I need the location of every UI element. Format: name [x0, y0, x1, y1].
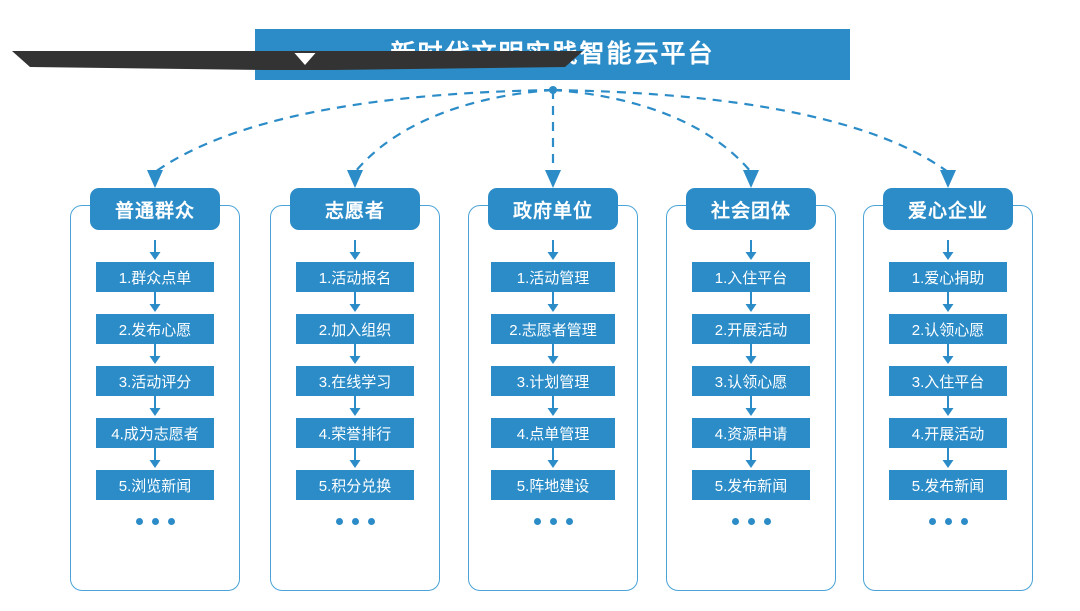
arrow-down-icon-4 — [743, 170, 759, 188]
list-item[interactable]: 1.爱心捐助 — [889, 262, 1007, 292]
arrow-down-icon — [349, 448, 361, 468]
connector-to-column-5 — [552, 88, 949, 173]
arrow-down-icon — [149, 240, 161, 260]
more-items-ellipsis[interactable] — [135, 518, 175, 525]
arrow-down-icon — [745, 240, 757, 260]
arrow-down-icon — [149, 344, 161, 364]
arrow-down-icon — [745, 396, 757, 416]
arrow-down-icon — [149, 292, 161, 312]
dot-icon — [367, 518, 375, 525]
list-item[interactable]: 2.开展活动 — [692, 314, 810, 344]
list-item[interactable]: 5.阵地建设 — [491, 470, 615, 500]
dot-icon — [351, 518, 359, 525]
arrow-down-icon — [942, 396, 954, 416]
dot-icon — [944, 518, 952, 525]
arrow-down-icon — [349, 396, 361, 416]
role-column-social-group[interactable]: 社会团体 1.入住平台 2.开展活动 3.认领心愿 4.资源申请 5.发布新闻 — [666, 188, 836, 591]
column-header-social-group[interactable]: 社会团体 — [686, 188, 816, 230]
arrow-down-icon — [349, 344, 361, 364]
connector-origin-dot — [549, 86, 557, 94]
dot-icon — [151, 518, 159, 525]
list-item[interactable]: 4.资源申请 — [692, 418, 810, 448]
list-item[interactable]: 2.加入组织 — [296, 314, 414, 344]
dot-icon — [928, 518, 936, 525]
arrow-down-icon-5 — [940, 170, 956, 188]
list-item[interactable]: 1.活动管理 — [491, 262, 615, 292]
dot-icon — [167, 518, 175, 525]
role-column-ordinary-public[interactable]: 普通群众 1.群众点单 2.发布心愿 3.活动评分 4.成为志愿者 5.浏览新闻 — [70, 188, 240, 591]
connector-to-column-2 — [354, 88, 554, 173]
arrow-down-icon — [745, 292, 757, 312]
column-body: 1.活动管理 2.志愿者管理 3.计划管理 4.点单管理 5.阵地建设 — [469, 240, 637, 525]
more-items-ellipsis[interactable] — [928, 518, 968, 525]
connector-to-column-1 — [154, 88, 554, 173]
arrow-down-icon — [349, 240, 361, 260]
dot-icon — [731, 518, 739, 525]
more-items-ellipsis[interactable] — [533, 518, 573, 525]
arrow-down-icon-1 — [147, 170, 163, 188]
arrow-down-icon — [149, 448, 161, 468]
arrow-down-icon — [547, 344, 559, 364]
dot-icon — [549, 518, 557, 525]
list-item[interactable]: 4.点单管理 — [491, 418, 615, 448]
list-item[interactable]: 1.入住平台 — [692, 262, 810, 292]
column-header-caring-enterprise[interactable]: 爱心企业 — [883, 188, 1013, 230]
list-item[interactable]: 3.认领心愿 — [692, 366, 810, 396]
arrow-down-icon — [547, 448, 559, 468]
arrow-down-icon — [547, 292, 559, 312]
chevron-down-icon — [294, 53, 316, 65]
list-item[interactable]: 5.发布新闻 — [692, 470, 810, 500]
list-item[interactable]: 5.发布新闻 — [889, 470, 1007, 500]
list-item[interactable]: 4.开展活动 — [889, 418, 1007, 448]
column-body: 1.群众点单 2.发布心愿 3.活动评分 4.成为志愿者 5.浏览新闻 — [71, 240, 239, 525]
arrow-down-icon — [547, 396, 559, 416]
list-item[interactable]: 2.志愿者管理 — [491, 314, 615, 344]
column-header-government-unit[interactable]: 政府单位 — [488, 188, 618, 230]
role-column-volunteer[interactable]: 志愿者 1.活动报名 2.加入组织 3.在线学习 4.荣誉排行 5.积分兑换 — [270, 188, 440, 591]
dot-icon — [135, 518, 143, 525]
column-body: 1.爱心捐助 2.认领心愿 3.入住平台 4.开展活动 5.发布新闻 — [864, 240, 1032, 525]
dot-icon — [565, 518, 573, 525]
list-item[interactable]: 5.积分兑换 — [296, 470, 414, 500]
dot-icon — [335, 518, 343, 525]
column-header-ordinary-public[interactable]: 普通群众 — [90, 188, 220, 230]
arrow-down-icon — [349, 292, 361, 312]
list-item[interactable]: 3.计划管理 — [491, 366, 615, 396]
more-items-ellipsis[interactable] — [731, 518, 771, 525]
list-item[interactable]: 3.在线学习 — [296, 366, 414, 396]
list-item[interactable]: 3.活动评分 — [96, 366, 214, 396]
connector-to-column-4 — [552, 88, 752, 173]
arrow-down-icon — [942, 240, 954, 260]
arrow-down-icon — [942, 448, 954, 468]
dot-icon — [533, 518, 541, 525]
list-item[interactable]: 1.活动报名 — [296, 262, 414, 292]
dot-icon — [763, 518, 771, 525]
list-item[interactable]: 5.浏览新闻 — [96, 470, 214, 500]
dot-icon — [747, 518, 755, 525]
column-body: 1.活动报名 2.加入组织 3.在线学习 4.荣誉排行 5.积分兑换 — [271, 240, 439, 525]
arrow-down-icon-3 — [545, 170, 561, 188]
list-item[interactable]: 3.入住平台 — [889, 366, 1007, 396]
arrow-down-icon — [745, 448, 757, 468]
arrow-down-icon — [547, 240, 559, 260]
list-item[interactable]: 4.成为志愿者 — [96, 418, 214, 448]
list-item[interactable]: 2.认领心愿 — [889, 314, 1007, 344]
arrow-down-icon — [942, 344, 954, 364]
dot-icon — [960, 518, 968, 525]
list-item[interactable]: 1.群众点单 — [96, 262, 214, 292]
banner-shadow-ribbon — [12, 51, 583, 70]
arrow-down-icon — [149, 396, 161, 416]
arrow-down-icon — [745, 344, 757, 364]
arrow-down-icon-2 — [347, 170, 363, 188]
list-item[interactable]: 4.荣誉排行 — [296, 418, 414, 448]
column-header-volunteer[interactable]: 志愿者 — [290, 188, 420, 230]
column-body: 1.入住平台 2.开展活动 3.认领心愿 4.资源申请 5.发布新闻 — [667, 240, 835, 525]
arrow-down-icon — [942, 292, 954, 312]
list-item[interactable]: 2.发布心愿 — [96, 314, 214, 344]
role-column-caring-enterprise[interactable]: 爱心企业 1.爱心捐助 2.认领心愿 3.入住平台 4.开展活动 5.发布新闻 — [863, 188, 1033, 591]
more-items-ellipsis[interactable] — [335, 518, 375, 525]
role-column-government-unit[interactable]: 政府单位 1.活动管理 2.志愿者管理 3.计划管理 4.点单管理 5.阵地建设 — [468, 188, 638, 591]
